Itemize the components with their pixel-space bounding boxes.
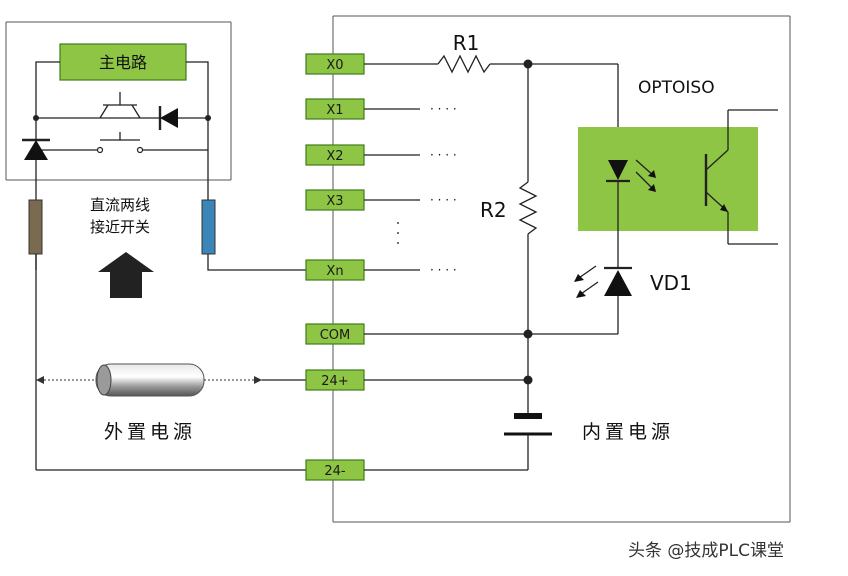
proximity-switch-box [5,21,232,181]
junction-dot [205,115,211,121]
vd1-led [574,232,632,334]
arrow-head-left [36,376,44,384]
terminal-strip: X0 X1 X2 X3 Xn COM 24+ 24- [305,53,365,481]
x3-ellipsis: · · · · [430,193,457,207]
external-supply-label: 外置电源 [104,421,196,443]
watermark-text: 头条 @技成PLC课堂 [628,541,784,561]
junction-dot [33,115,39,121]
blue-lead [207,254,306,271]
terminal-x2-label: X2 [326,149,343,164]
optoiso-internals [606,109,778,245]
main-circuit-label: 主电路 [99,53,147,72]
up-arrow-icon [98,252,154,298]
terminal-x1-label: X1 [326,103,343,118]
optoiso-label: OPTOISO [638,78,715,98]
xn-ellipsis: · · · · [430,263,457,277]
terminal-x3-label: X3 [326,194,343,209]
terminal-24minus-label: 24- [324,464,346,479]
external-battery-icon [95,363,205,397]
x2-ellipsis: · · · · [430,148,457,162]
plc-box [332,15,791,523]
internal-supply-label: 内置电源 [582,421,674,443]
brown-wire [28,199,43,255]
switch-internal-wiring [22,61,209,270]
terminal-x0-label: X0 [326,58,343,73]
vd1-label: VD1 [650,271,692,295]
r1-label: R1 [453,31,480,55]
x1-ellipsis: · · · · [430,102,457,116]
optoiso-block [578,127,758,231]
junction-dot [523,59,533,69]
dc-switch-label-1: 直流两线 [90,196,150,214]
r2-label: R2 [480,198,507,222]
r2-resistor [518,181,538,334]
dc-switch-label-2: 接近开关 [90,218,150,236]
terminal-24plus-label: 24+ [321,374,348,389]
blue-wire [201,199,216,255]
arrow-head-right [254,376,262,384]
terminal-xn-label: Xn [326,264,343,279]
terminal-com-label: COM [320,328,351,343]
